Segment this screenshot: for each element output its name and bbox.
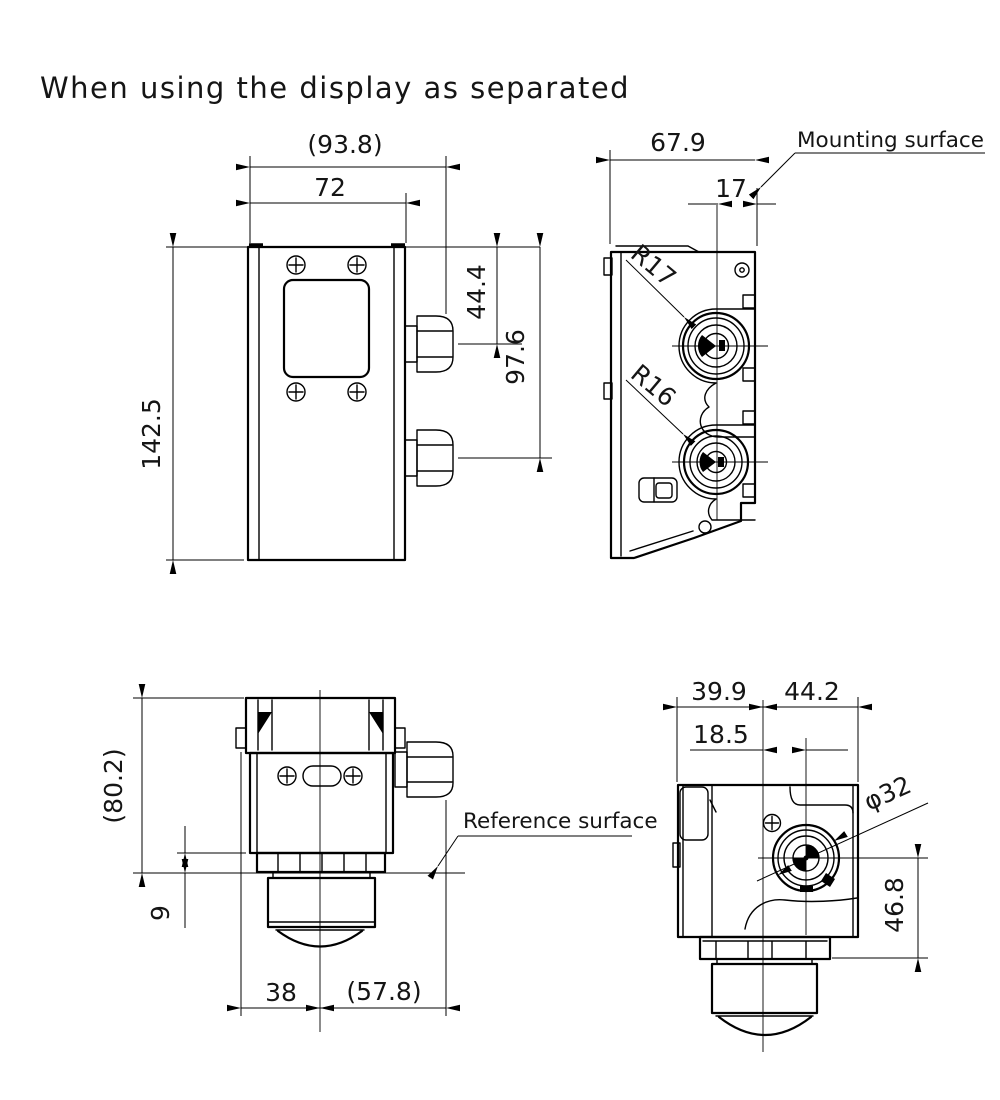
dim-camera-height: (80.2) (99, 748, 128, 823)
camera-bracket (235, 696, 406, 755)
mounting-surface-leader (748, 152, 796, 200)
dim-gland2-offset: 97.6 (501, 329, 530, 385)
screw-icon (734, 262, 750, 278)
cable-gland-top (404, 315, 454, 373)
dim-connector-diameter: φ32 (860, 770, 916, 816)
dim-gland1-offset: 44.4 (462, 264, 491, 320)
dim-connector-to-reference: 46.8 (880, 877, 909, 933)
dim-connector-offset-side: 18.5 (693, 720, 749, 749)
cable-gland (394, 741, 454, 798)
dim-lens-base: 9 (146, 905, 175, 921)
leader-r16 (625, 379, 696, 447)
camera-body-outline (248, 751, 395, 855)
housing-contour-curve (744, 897, 858, 930)
display-side-edges (615, 245, 700, 557)
screw-icon (762, 813, 782, 833)
camera-body-edges (256, 752, 387, 854)
dim-center-right: (57.8) (346, 977, 421, 1006)
screw-icon (277, 766, 363, 786)
dim-center-left: 38 (265, 978, 297, 1007)
ext-lines-overall-width (249, 156, 447, 314)
dim-front-depth: 39.9 (691, 677, 747, 706)
lens-assembly-side (698, 935, 832, 1036)
display-body-edge-lines (258, 246, 395, 561)
camera-front-view: (80.2) 9 Reference surface 38 (57.8) (99, 684, 658, 1032)
leader-r17 (625, 259, 697, 330)
screw-icon (286, 255, 367, 402)
camera-side-outline (676, 783, 860, 939)
leader-phi32-arrows (778, 831, 848, 875)
display-window (282, 278, 371, 379)
side-switch-block (638, 477, 678, 503)
dim-display-height: 142.5 (137, 398, 166, 470)
dim-rear-depth: 44.2 (784, 677, 840, 706)
mount-hole (698, 520, 712, 534)
dim-connector-offset: 17 (715, 174, 747, 203)
mount-clamp-tabs (742, 294, 756, 498)
display-side-outline (609, 250, 757, 560)
label-slot (302, 765, 342, 787)
lens-assembly (255, 851, 387, 948)
camera-side-bracket (672, 786, 717, 868)
side-tab-bottom (603, 382, 613, 400)
display-front-view: (93.8) 72 142.5 44.4 97.6 (137, 130, 552, 574)
side-tab-top (603, 257, 613, 276)
mounting-surface-label: Mounting surface (797, 128, 984, 153)
connector-phi32 (771, 823, 841, 893)
reference-surface-leader (427, 835, 459, 880)
housing-step (789, 786, 854, 814)
page-title: When using the display as separated (40, 71, 630, 105)
connector-centerlines (672, 205, 768, 520)
display-side-view: 67.9 17 Mounting surface R17 R16 (596, 128, 985, 560)
ext-lines-bottom-dims (240, 752, 447, 1016)
cable-gland-bottom (404, 429, 454, 487)
dim-display-overall-width: (93.8) (307, 130, 382, 159)
ext-lines-height (166, 246, 540, 561)
display-body-outline (246, 245, 407, 562)
dim-display-depth: 67.9 (650, 128, 706, 157)
dim-display-width: 72 (314, 173, 346, 202)
dim-radius-bottom: R16 (625, 359, 681, 413)
reference-surface-label: Reference surface (463, 809, 658, 834)
ext-lines-depths (676, 697, 859, 782)
camera-side-view: 39.9 44.2 18.5 φ32 46.8 (663, 677, 929, 1052)
